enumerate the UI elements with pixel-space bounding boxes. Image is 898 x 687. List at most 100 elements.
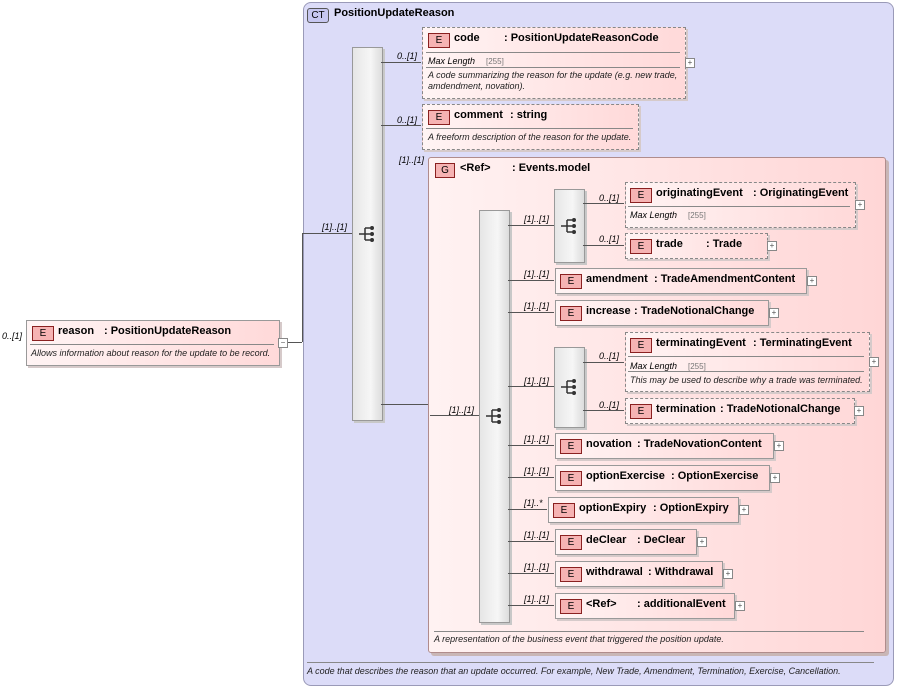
expand-icon[interactable]: + xyxy=(723,569,733,579)
termination-element[interactable] xyxy=(625,398,855,424)
comment-element[interactable] xyxy=(422,104,639,150)
expand-icon[interactable]: + xyxy=(735,601,745,611)
max-length-label: Max Length xyxy=(630,361,678,371)
comment-cardinality: 0..[1] xyxy=(397,115,418,125)
additional-event-element[interactable] xyxy=(555,593,735,619)
main-sequence-cardinality: [1]..[1] xyxy=(322,222,348,232)
additional-event-cardinality: [1]..[1] xyxy=(524,594,550,604)
terminating-event-type: : TerminatingEvent xyxy=(753,337,852,349)
declear-cardinality: [1]..[1] xyxy=(524,530,550,540)
code-element[interactable] xyxy=(422,27,686,99)
increase-type: : TradeNotionalChange xyxy=(634,305,755,317)
element-badge: E xyxy=(560,471,582,486)
increase-cardinality: [1]..[1] xyxy=(524,301,550,311)
comment-type: : string xyxy=(510,109,548,121)
originating-event-name: originatingEvent xyxy=(656,187,743,199)
divider xyxy=(628,356,864,357)
code-type: : PositionUpdateReasonCode xyxy=(504,32,659,44)
expand-icon[interactable]: + xyxy=(774,441,784,451)
element-badge: E xyxy=(428,110,450,125)
terminating-event-name: terminatingEvent xyxy=(656,337,746,349)
connector xyxy=(508,280,554,281)
originating-event-type: : OriginatingEvent xyxy=(753,187,849,199)
max-length-value: [255] xyxy=(688,362,706,371)
element-badge: E xyxy=(32,326,54,341)
collapse-icon[interactable]: − xyxy=(278,338,288,348)
terminating-event-element[interactable] xyxy=(625,332,870,392)
originating-event-element[interactable] xyxy=(625,182,856,228)
sequence-icon xyxy=(486,408,501,424)
novation-cardinality: [1]..[1] xyxy=(524,434,550,444)
option-expiry-type: : OptionExpiry xyxy=(653,502,729,514)
code-cardinality: 0..[1] xyxy=(397,51,418,61)
expand-icon[interactable]: + xyxy=(854,406,864,416)
connector xyxy=(381,62,421,63)
element-badge: E xyxy=(560,567,582,582)
sequence2-cardinality: [1]..[1] xyxy=(524,376,550,386)
divider xyxy=(426,67,680,68)
expand-icon[interactable]: + xyxy=(769,308,779,318)
expand-icon[interactable]: + xyxy=(770,473,780,483)
expand-icon[interactable]: + xyxy=(869,357,879,367)
comment-description: A freeform description of the reason for… xyxy=(428,132,632,142)
expand-icon[interactable]: + xyxy=(697,537,707,547)
withdrawal-element[interactable] xyxy=(555,561,723,587)
connector xyxy=(508,509,547,510)
max-length-label: Max Length xyxy=(428,56,476,66)
reason-type: : PositionUpdateReason xyxy=(104,325,232,337)
group-ref: <Ref> xyxy=(460,162,491,174)
connector xyxy=(381,125,421,126)
element-badge: E xyxy=(560,535,582,550)
connector xyxy=(583,410,624,411)
group-type: : Events.model xyxy=(512,162,591,174)
novation-type: : TradeNovationContent xyxy=(637,438,762,450)
connector xyxy=(508,386,554,387)
max-length-label: Max Length xyxy=(630,210,678,220)
expand-icon[interactable]: + xyxy=(855,200,865,210)
max-length-value: [255] xyxy=(486,57,504,66)
inner-sequence-cardinality: [1]..[1] xyxy=(449,405,475,415)
expand-icon[interactable]: + xyxy=(767,241,777,251)
increase-element[interactable] xyxy=(555,300,769,326)
connector xyxy=(508,573,554,574)
divider xyxy=(434,631,864,632)
element-badge: E xyxy=(560,306,582,321)
withdrawal-cardinality: [1]..[1] xyxy=(524,562,550,572)
divider xyxy=(307,662,874,663)
code-description: A code summarizing the reason for the up… xyxy=(428,70,678,91)
divider xyxy=(628,206,850,207)
terminating-event-description: This may be used to describe why a trade… xyxy=(630,375,863,385)
expand-icon[interactable]: + xyxy=(685,58,695,68)
option-exercise-cardinality: [1]..[1] xyxy=(524,466,550,476)
sequence1-cardinality: [1]..[1] xyxy=(524,214,550,224)
sequence-icon xyxy=(561,379,576,395)
connector xyxy=(288,342,302,343)
termination-cardinality: 0..[1] xyxy=(599,400,620,410)
connector xyxy=(508,541,554,542)
option-exercise-type: : OptionExercise xyxy=(671,470,759,482)
element-badge: E xyxy=(630,239,652,254)
expand-icon[interactable]: + xyxy=(739,505,749,515)
amendment-element[interactable] xyxy=(555,268,807,294)
expand-icon[interactable]: + xyxy=(807,276,817,286)
declear-name: deClear xyxy=(586,534,627,546)
increase-name: increase xyxy=(586,305,631,317)
connector xyxy=(430,415,479,416)
novation-element[interactable] xyxy=(555,433,774,459)
reason-name: reason xyxy=(58,325,95,337)
option-exercise-element[interactable] xyxy=(555,465,770,491)
amendment-name: amendment xyxy=(586,273,648,285)
option-expiry-cardinality: [1]..* xyxy=(524,498,543,508)
trade-name: trade xyxy=(656,238,683,250)
additional-event-type: : additionalEvent xyxy=(637,598,726,610)
option-expiry-element[interactable] xyxy=(548,497,739,523)
reason-element[interactable] xyxy=(26,320,280,366)
group-description: A representation of the business event t… xyxy=(434,634,724,644)
divider xyxy=(628,371,864,372)
connector xyxy=(302,233,352,234)
connector xyxy=(508,312,554,313)
group-cardinality: [1]..[1] xyxy=(399,155,425,165)
termination-type: : TradeNotionalChange xyxy=(720,403,841,415)
complex-type-description: A code that describes the reason that an… xyxy=(307,666,841,676)
connector xyxy=(381,404,428,405)
